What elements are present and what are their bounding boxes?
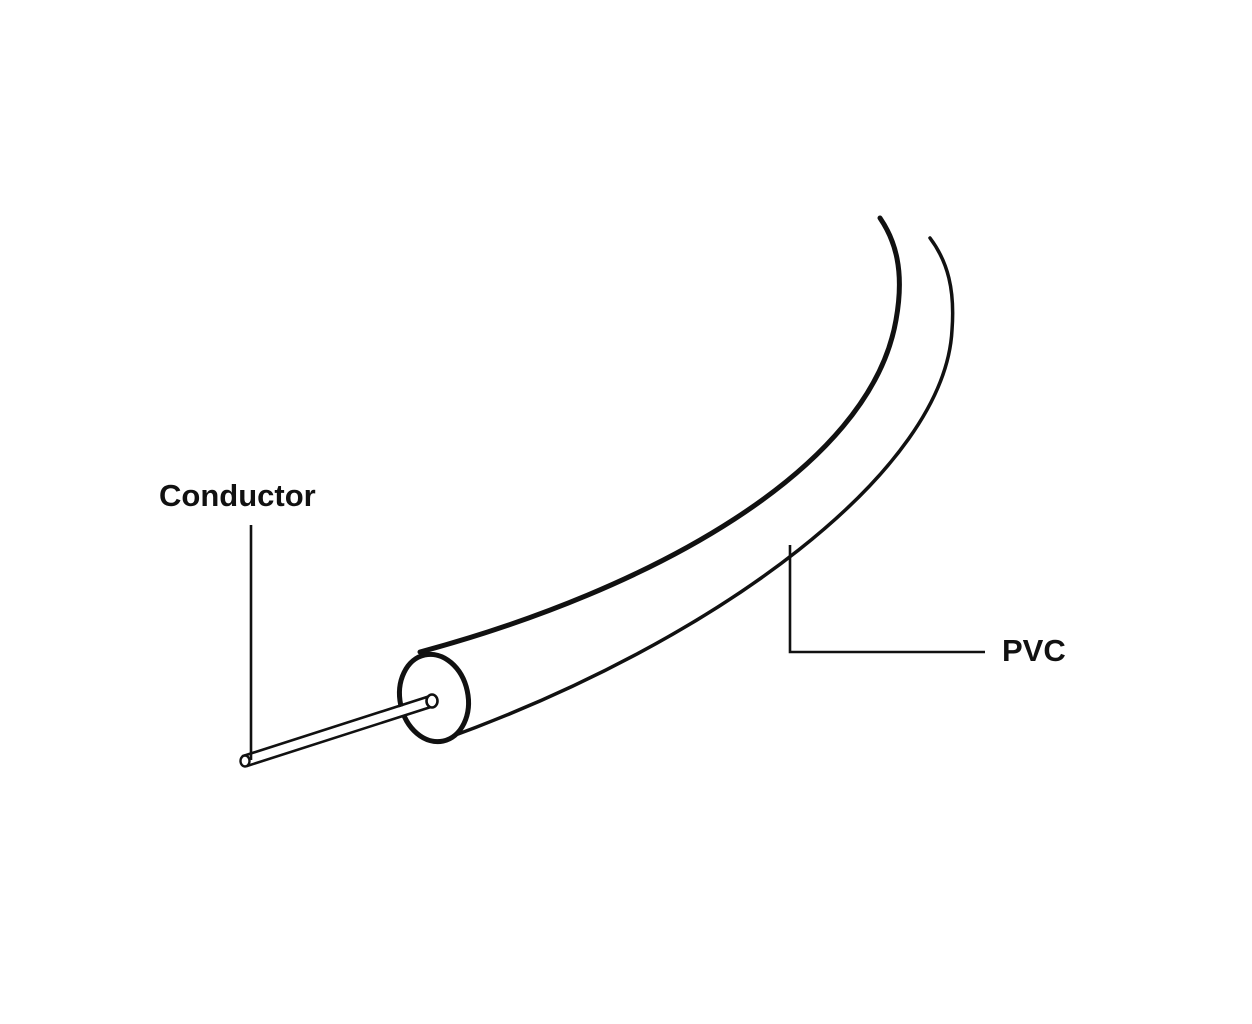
jacket-upper-edge [417, 215, 902, 655]
conductor-tip [239, 754, 251, 768]
conductor-lower-edge [245, 704, 436, 768]
pvc-insulation-jacket [397, 215, 955, 745]
jacket-body [420, 244, 940, 740]
pvc-leader-line [788, 545, 985, 654]
conductor-wire [239, 693, 439, 768]
jacket-lower-edge [440, 236, 955, 742]
conductor-cross-section [425, 693, 439, 709]
conductor-body [244, 697, 436, 766]
conductor-upper-edge [241, 694, 432, 758]
conductor-label: Conductor [159, 478, 316, 513]
pvc-label: PVC [1002, 633, 1066, 668]
